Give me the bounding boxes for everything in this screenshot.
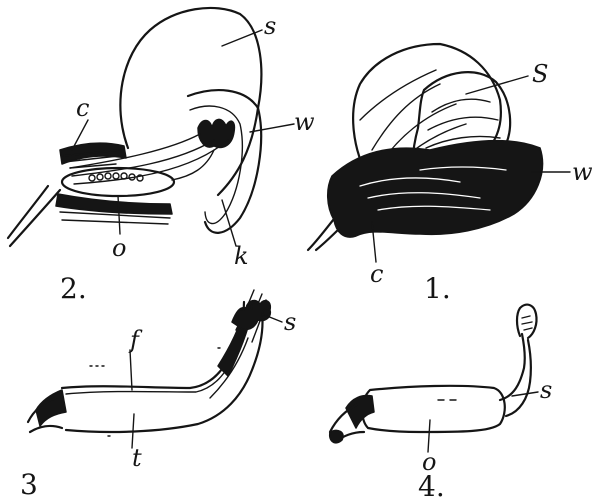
fig2-anthers: [198, 119, 234, 147]
fig2-label-c: c: [76, 94, 89, 122]
fig1-label-w: w: [572, 158, 593, 186]
fig4-ovary: [362, 386, 505, 432]
fig3-leader-f: [130, 350, 132, 390]
figure-3: f s t 3: [20, 290, 296, 500]
fig3-label-t: t: [132, 444, 142, 472]
fig2-label-o: o: [112, 234, 126, 262]
fig4-base-blot: [330, 430, 343, 442]
fig4-stigma: [517, 305, 537, 338]
fig3-base: [36, 390, 66, 426]
fig4-number: 4.: [418, 470, 445, 500]
fig2-leader-w: [250, 124, 294, 132]
figure-4: s o 4.: [330, 305, 553, 500]
fig2-label-s: s: [264, 12, 276, 40]
fig1-label-s: S: [532, 60, 548, 88]
fig3-number: 3: [20, 468, 38, 500]
fig3-leader-t: [132, 414, 134, 448]
fig2-label-k: k: [234, 242, 249, 270]
fig3-label-s: s: [284, 308, 296, 336]
figure-2: s c w o k 2.: [8, 8, 315, 305]
fig4-leader-s: [512, 392, 538, 396]
fig2-label-w: w: [294, 108, 315, 136]
fig4-base: [346, 396, 374, 429]
fig2-ovary: [62, 168, 174, 196]
fig2-number: 2.: [60, 272, 87, 305]
fig2-wing-outline: [188, 90, 261, 233]
fig3-label-f: f: [128, 326, 143, 354]
fig4-label-s: s: [540, 376, 552, 404]
figure-1: S w c 1.: [308, 44, 593, 305]
fig1-calyx-mass: [328, 141, 543, 237]
fig2-pedicel: [8, 186, 60, 246]
fig1-number: 1.: [424, 272, 451, 305]
fig4-stigma-hairs: [522, 316, 532, 330]
fig1-label-c: c: [370, 260, 383, 288]
